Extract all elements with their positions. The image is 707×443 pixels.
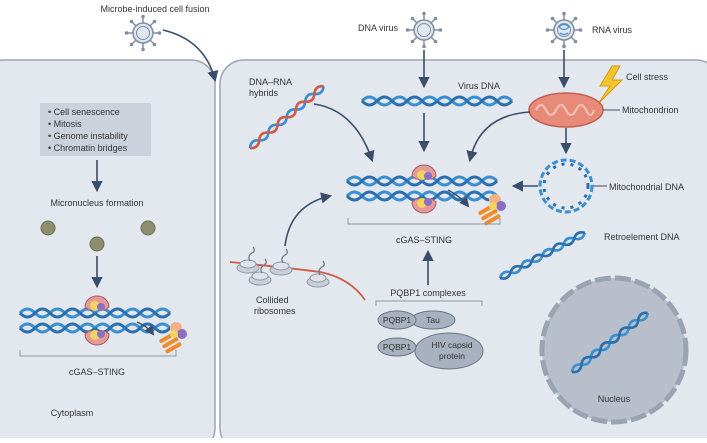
mitochondrial-dna-label: Mitochondrial DNA bbox=[609, 182, 684, 192]
dna-rna-hybrids-label-1: DNA–RNA bbox=[249, 77, 292, 87]
mrna-strand bbox=[229, 261, 366, 301]
left-cgas-to-sting-arrow bbox=[136, 321, 155, 336]
hiv-capsid-label-2: protein bbox=[439, 351, 465, 361]
dna-virus-label: DNA virus bbox=[358, 23, 399, 33]
mitochondrion-label: Mitochondrion bbox=[622, 105, 679, 115]
fusion-arrow bbox=[162, 29, 219, 83]
microbe-fusion-label: Microbe-induced cell fusion bbox=[100, 4, 209, 14]
rna-virus-label: RNA virus bbox=[592, 25, 633, 35]
cytoplasm-label: Cytoplasm bbox=[51, 408, 94, 418]
mito-to-cgas-arrow bbox=[466, 111, 531, 163]
nucleus-label: Nucleus bbox=[598, 394, 631, 404]
cgas-sting-right-label: cGAS–STING bbox=[396, 235, 452, 245]
cgas-to-sting-arrow bbox=[447, 189, 470, 208]
hiv-capsid-label-1: HIV capsid bbox=[431, 340, 472, 350]
triggers-box bbox=[40, 103, 151, 156]
pqbp1-hiv-complex: PQBP1 HIV capsid protein bbox=[377, 332, 484, 370]
rna-virus-icon bbox=[544, 10, 584, 50]
retroelement-dna-label: Retroelement DNA bbox=[604, 232, 680, 242]
hybrids-arrow bbox=[313, 103, 375, 163]
microbe-virus-icon bbox=[123, 13, 163, 53]
cgas-sting-bracket-left bbox=[19, 350, 177, 357]
lightning-icon bbox=[597, 65, 624, 105]
pqbp1-tau-complex: PQBP1 Tau bbox=[377, 310, 456, 330]
collided-ribosomes-label-1: Collided bbox=[256, 295, 289, 305]
dna-rna-hybrids-label-2: hybrids bbox=[249, 88, 279, 98]
pqbp1-b-label: PQBP1 bbox=[383, 342, 412, 352]
virus-dna-label: Virus DNA bbox=[458, 81, 500, 91]
triggers-list: • Cell senescence • Mitosis • Genome ins… bbox=[48, 107, 128, 153]
tau-label: Tau bbox=[426, 315, 440, 325]
cgas-sting-left-label: cGAS–STING bbox=[69, 367, 125, 377]
dna-virus-icon bbox=[404, 10, 444, 50]
trigger-item: • Chromatin bridges bbox=[48, 143, 128, 153]
trigger-item: • Cell senescence bbox=[48, 107, 120, 117]
pqbp1-bracket bbox=[375, 300, 483, 306]
cgas-sting-bracket-right bbox=[347, 218, 501, 225]
collided-ribosomes-label-2: ribosomes bbox=[254, 306, 296, 316]
trigger-item: • Mitosis bbox=[48, 119, 82, 129]
pqbp1-a-label: PQBP1 bbox=[383, 315, 412, 325]
nucleus bbox=[539, 275, 689, 425]
ribosome-arrow bbox=[284, 192, 333, 247]
mitochondrion bbox=[528, 92, 604, 128]
cell-stress-label: Cell stress bbox=[626, 72, 669, 82]
dna-rna-hybrid-helix bbox=[248, 84, 325, 150]
micronucleus-label: Micronucleus formation bbox=[50, 198, 143, 208]
mitochondrial-dna-ring bbox=[538, 158, 594, 214]
pqbp1-complexes-label: PQBP1 complexes bbox=[390, 288, 466, 298]
trigger-item: • Genome instability bbox=[48, 131, 128, 141]
micronuclei bbox=[40, 220, 156, 252]
